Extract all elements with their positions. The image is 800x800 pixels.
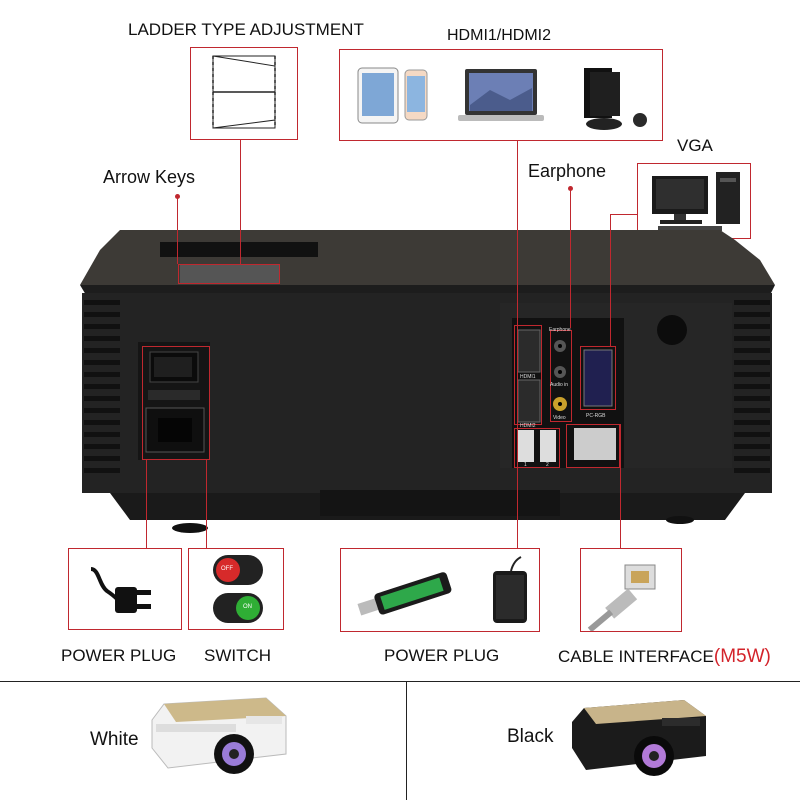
external-hard-drive-icon xyxy=(493,556,527,623)
cable-interface-text: CABLE INTERFACE xyxy=(558,647,714,666)
power-plug-caption: POWER PLUG xyxy=(61,646,177,665)
vga-label: VGA xyxy=(677,136,713,155)
keystone-box xyxy=(190,47,298,140)
usb-port-highlight xyxy=(514,428,560,468)
switch-on-text: ON xyxy=(243,604,252,610)
usb-drive-icon xyxy=(357,556,527,623)
vga-monitor-box xyxy=(637,163,751,239)
earphone-label: Earphone xyxy=(528,161,607,181)
tablet-icon xyxy=(357,67,399,124)
audio-in-port-text: Audio in xyxy=(550,382,569,388)
usb2-port-text: 2 xyxy=(546,462,549,468)
arrow-keys-highlight xyxy=(178,264,280,284)
black-variant-label: Black xyxy=(507,726,554,747)
switch-off-text: OFF xyxy=(221,566,233,572)
ethernet-cable-icon xyxy=(587,564,656,631)
power-plug-icon xyxy=(90,567,151,613)
switch-box: OFF ON xyxy=(188,548,284,630)
white-variant-label: White xyxy=(90,729,139,750)
desktop-computer-icon xyxy=(652,172,740,231)
switch-toggle-icon xyxy=(213,555,263,623)
connector-line xyxy=(177,196,178,264)
switch-caption: SWITCH xyxy=(204,646,272,665)
video-port-text: Video xyxy=(553,415,566,421)
phone-icon xyxy=(404,69,428,121)
connector-line xyxy=(610,214,637,215)
game-console-icon xyxy=(584,68,647,130)
keystone-trapezoid-icon xyxy=(212,55,276,129)
vga-port-highlight xyxy=(580,346,616,410)
usb1-port-text: 1 xyxy=(524,462,527,468)
usb-power-plug-caption: POWER PLUG xyxy=(384,646,500,665)
cable-interface-box xyxy=(580,548,682,632)
connector-line xyxy=(610,214,611,346)
earphone-port-text: Earphone xyxy=(549,327,571,333)
hdmi-devices-box xyxy=(339,49,663,141)
variants-top-border xyxy=(0,681,800,682)
pc-rgb-port-text: PC-RGB xyxy=(586,413,606,419)
ladder-adjustment-label: LADDER TYPE ADJUSTMENT xyxy=(128,20,364,39)
connector-line xyxy=(517,141,518,548)
lan-port-highlight xyxy=(566,424,620,468)
hdmi-devices-illustration xyxy=(357,67,647,130)
black-projector-image xyxy=(572,700,706,776)
connector-line xyxy=(570,188,571,328)
hdmi-label: HDMI1/HDMI2 xyxy=(447,27,552,44)
hdmi2-port-text: HDMI2 xyxy=(520,423,536,429)
laptop-icon xyxy=(458,69,544,121)
hdmi-port-highlight xyxy=(514,325,542,425)
variants-middle-divider xyxy=(406,681,407,800)
connector-line xyxy=(620,424,621,548)
model-number: (M5W) xyxy=(713,646,771,667)
connector-line xyxy=(240,140,241,264)
arrow-keys-label: Arrow Keys xyxy=(103,167,196,187)
white-projector-image xyxy=(151,697,287,774)
power-module-highlight xyxy=(142,346,210,460)
usb-storage-box xyxy=(340,548,540,632)
connector-line xyxy=(146,460,147,548)
connector-line xyxy=(206,460,207,548)
cable-interface-caption: CABLE INTERFACE(M5W) xyxy=(558,646,771,668)
power-plug-box xyxy=(68,548,182,630)
earphone-port-highlight xyxy=(550,330,572,422)
hdmi1-port-text: HDMI1 xyxy=(520,374,536,380)
